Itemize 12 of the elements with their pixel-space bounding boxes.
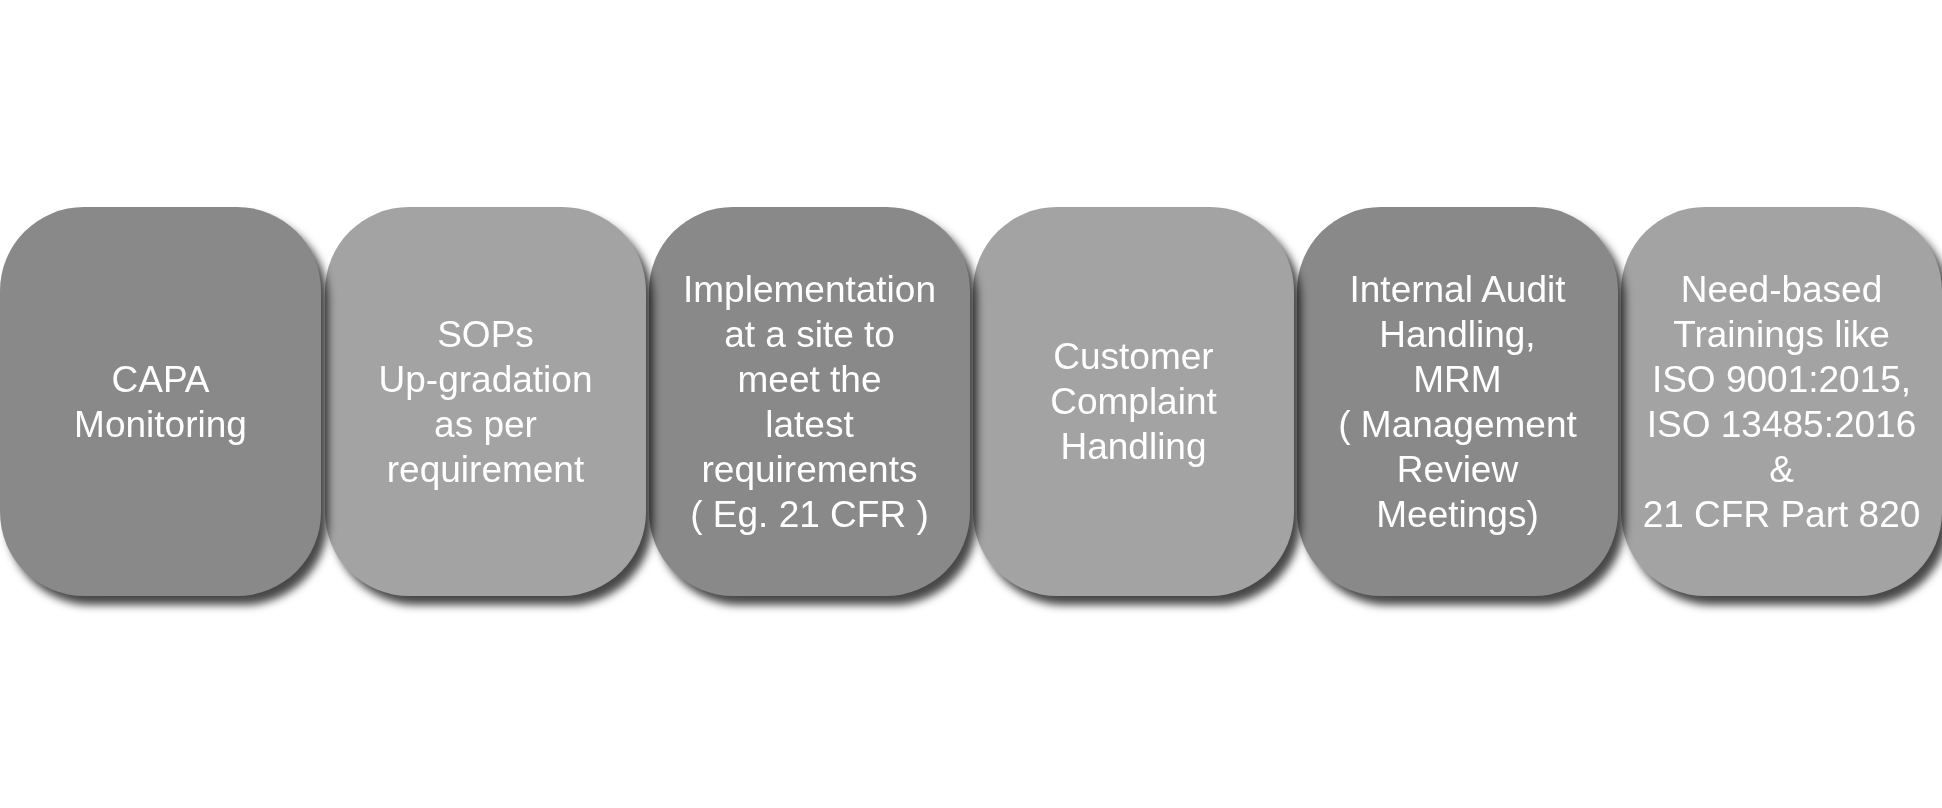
step-card (1621, 207, 1942, 596)
step-label: Implementation at a site to meet the latest requirements ( Eg. 21 CFR ) (683, 267, 936, 537)
step-label: Need-based Trainings like ISO 9001:2015, ISO 13485:2016 & 21 CFR Part 820 (1642, 267, 1921, 537)
step-card (325, 207, 646, 596)
step-label: CAPA Monitoring (74, 357, 247, 447)
step-card (649, 207, 970, 596)
step-label: SOPs Up-gradation as per requirement (378, 312, 593, 492)
step-card (1297, 207, 1618, 596)
step-label: Customer Complaint Handling (1050, 335, 1217, 469)
step-card (973, 207, 1294, 596)
step-label: Internal Audit Handling, MRM ( Management Review Meetings) (1338, 267, 1577, 537)
step-card (0, 207, 321, 596)
